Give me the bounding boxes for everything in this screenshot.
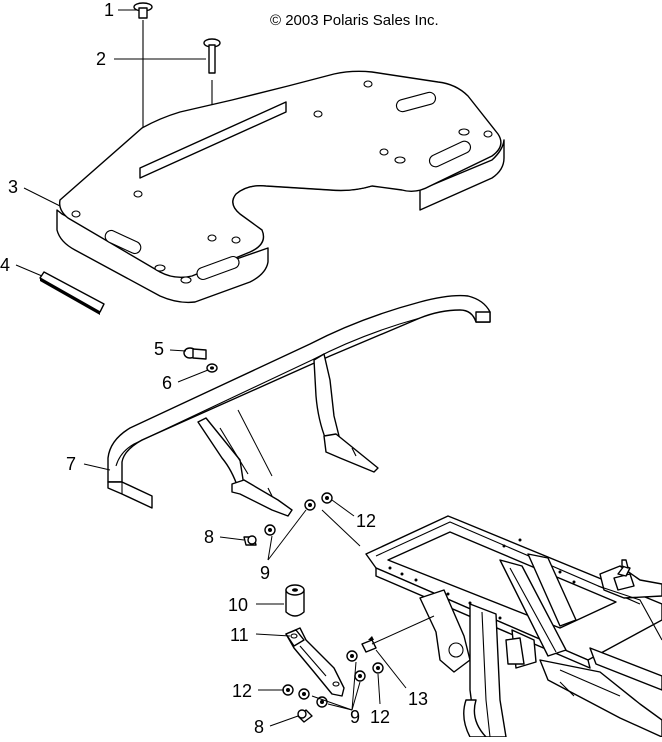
callout-5: 5 — [154, 339, 165, 359]
part-11-bracket — [285, 627, 345, 697]
mount-axis-line — [321, 509, 361, 547]
part-13-axis-line — [371, 615, 435, 645]
part-5-bolt — [183, 347, 207, 360]
callout-9-lower: 9 — [350, 707, 361, 727]
part-6-washer — [206, 363, 218, 373]
callout-10: 10 — [228, 595, 249, 615]
callout-13: 13 — [408, 689, 429, 709]
callout-8-lower: 8 — [254, 717, 265, 737]
callout-12-left: 12 — [232, 681, 253, 701]
vehicle-frame — [365, 515, 662, 738]
callout-12-upper: 12 — [356, 511, 377, 531]
callout-6: 6 — [162, 373, 173, 393]
part-4-strip — [39, 271, 105, 315]
callout-12-lower: 12 — [370, 707, 391, 727]
part-12-nut-upper — [321, 492, 333, 504]
callout-9-upper: 9 — [260, 563, 271, 583]
callout-1: 1 — [104, 0, 115, 20]
part-8-bolt-upper — [243, 535, 257, 546]
part-10-spacer — [285, 584, 305, 617]
part-7-rail — [107, 294, 491, 517]
part-2-pin — [203, 38, 221, 74]
callout-leaders — [15, 9, 407, 727]
part-9-washers-upper — [264, 499, 316, 536]
part-13-bolt — [361, 636, 377, 653]
part-9-washers-lower — [298, 650, 366, 708]
part-12-nut-lower — [282, 662, 384, 696]
callout-4: 4 — [0, 255, 11, 275]
callout-7: 7 — [66, 454, 77, 474]
callout-11: 11 — [230, 625, 249, 645]
callout-2: 2 — [96, 49, 107, 69]
callout-3: 3 — [8, 177, 19, 197]
part-3-rack-plate — [56, 70, 505, 304]
part-1-bolt — [133, 2, 153, 19]
copyright-notice: © 2003 Polaris Sales Inc. — [270, 12, 439, 29]
callout-8-upper: 8 — [204, 527, 215, 547]
rail-brace-line — [237, 409, 273, 477]
part-8-bolt-lower — [297, 709, 313, 723]
